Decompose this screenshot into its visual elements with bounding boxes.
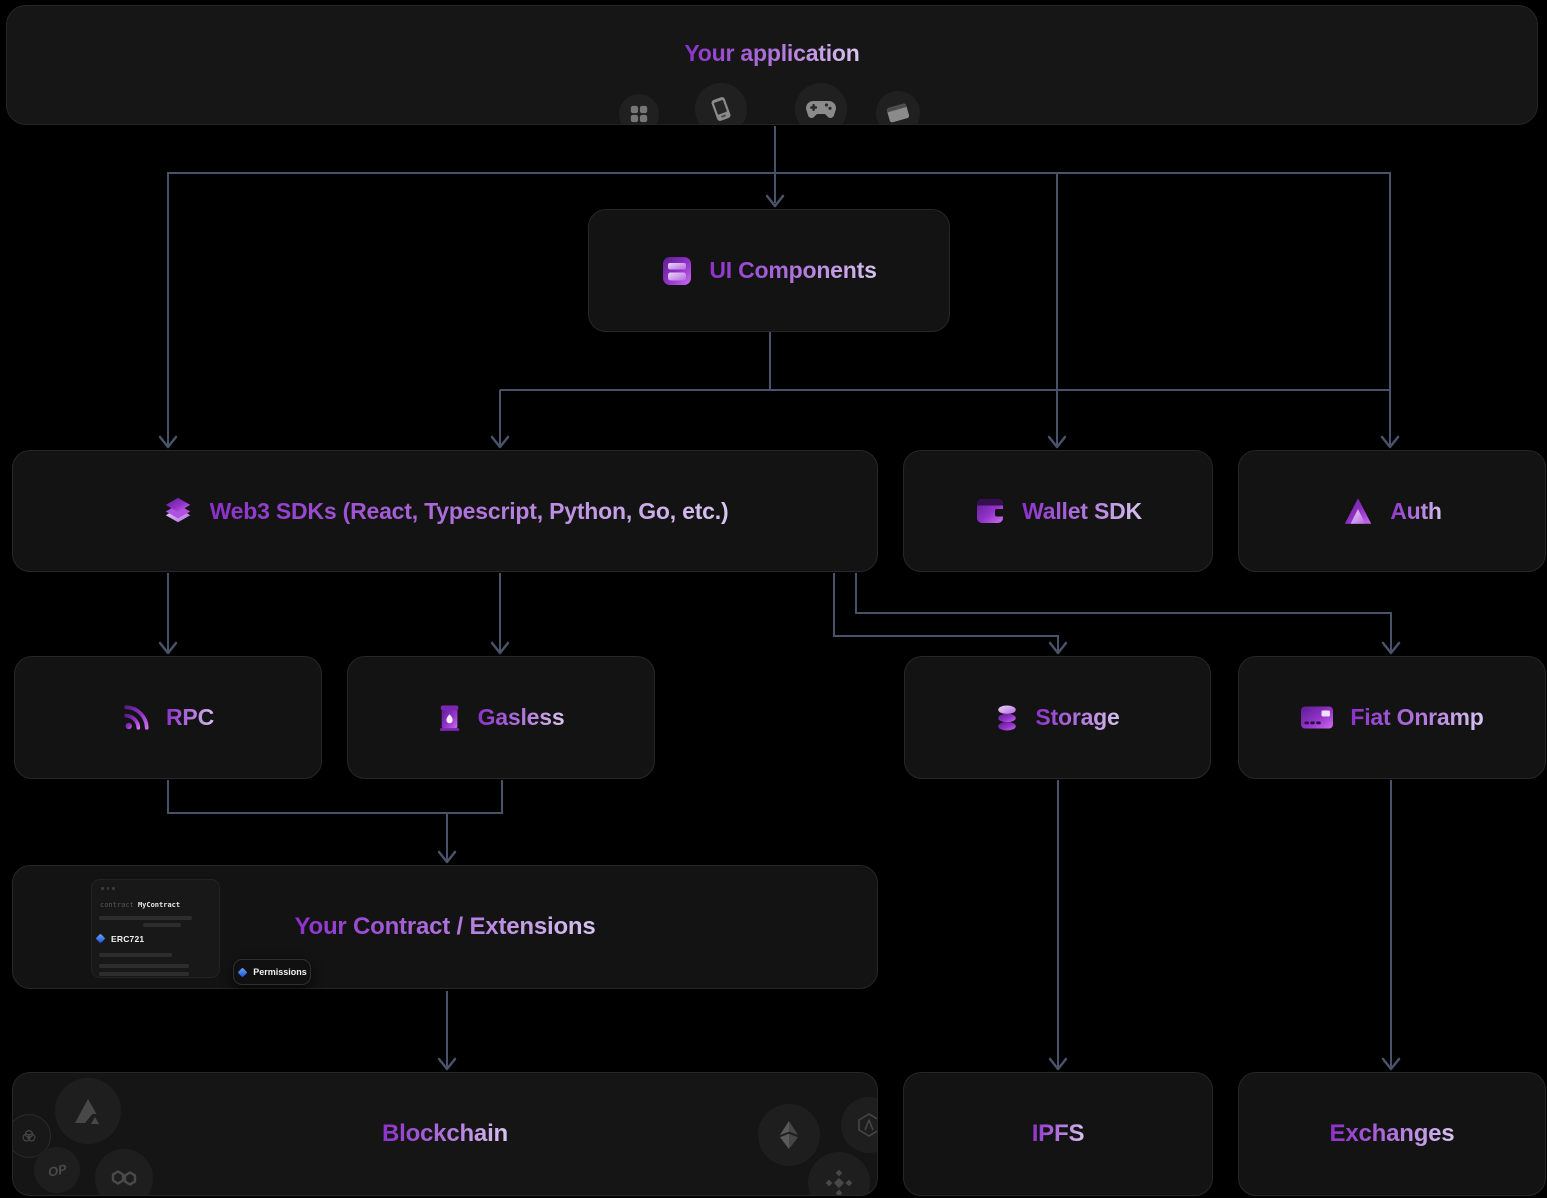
gas-pump-icon [438,704,462,732]
node-your-contract[interactable]: contract MyContract ERC721 Permissions [12,865,878,989]
node-ipfs[interactable]: IPFS [903,1072,1213,1196]
node-rpc[interactable]: RPC [14,656,322,779]
diamond-icon [96,934,105,943]
mobile-phone-icon [695,83,747,124]
avalanche-logo-icon [55,1078,121,1144]
credit-card-icon [1300,704,1334,731]
node-label: Storage [1035,704,1120,730]
code-keyword: contract [100,901,134,909]
node-label: UI Components [709,257,877,283]
permissions-badge: Permissions [233,959,311,985]
node-label: Web3 SDKs (React, Typescript, Python, Go… [209,497,729,524]
app-title: Your application [684,40,860,66]
node-blockchain[interactable]: OP [12,1072,878,1196]
node-auth[interactable]: Auth [1238,450,1546,572]
diamond-icon [238,967,248,977]
optimism-logo-icon: OP [34,1147,80,1193]
node-wallet-sdk[interactable]: Wallet SDK [903,450,1213,572]
node-label: Blockchain [381,1120,509,1147]
erc721-badge: ERC721 [95,933,144,944]
wallet-icon [974,496,1007,526]
node-label: IPFS [1031,1120,1085,1147]
window-dots-icon [101,887,115,890]
node-label: Exchanges [1329,1120,1455,1147]
contract-code-card: contract MyContract ERC721 Permissions [91,879,311,985]
node-label: Fiat Onramp [1350,704,1484,730]
polygon-logo-icon [95,1149,153,1195]
layers-icon [162,495,194,527]
game-controller-icon [795,83,847,124]
apps-grid-icon [619,94,659,124]
node-label: RPC [166,704,214,730]
ui-panel-icon [661,255,693,287]
node-label: Wallet SDK [1022,497,1142,524]
node-fiat-onramp[interactable]: Fiat Onramp [1238,656,1546,779]
arbitrum-logo-icon [841,1097,877,1153]
rss-icon [122,704,150,732]
browser-window-icon [876,91,920,124]
node-storage[interactable]: Storage [904,656,1211,779]
node-gasless[interactable]: Gasless [347,656,655,779]
triangle-icon [1342,496,1374,526]
node-exchanges[interactable]: Exchanges [1238,1072,1546,1196]
database-icon [995,704,1019,732]
contract-name: MyContract [137,901,181,909]
binance-logo-icon [808,1152,870,1195]
node-label: Auth [1390,497,1442,524]
node-ui-components[interactable]: UI Components [588,209,950,332]
ethereum-logo-icon [758,1104,820,1166]
your-application-bar: Your application [6,5,1538,125]
node-web3-sdks[interactable]: Web3 SDKs (React, Typescript, Python, Go… [12,450,878,572]
node-label: Gasless [477,704,565,730]
node-label: Your Contract / Extensions [294,913,596,940]
